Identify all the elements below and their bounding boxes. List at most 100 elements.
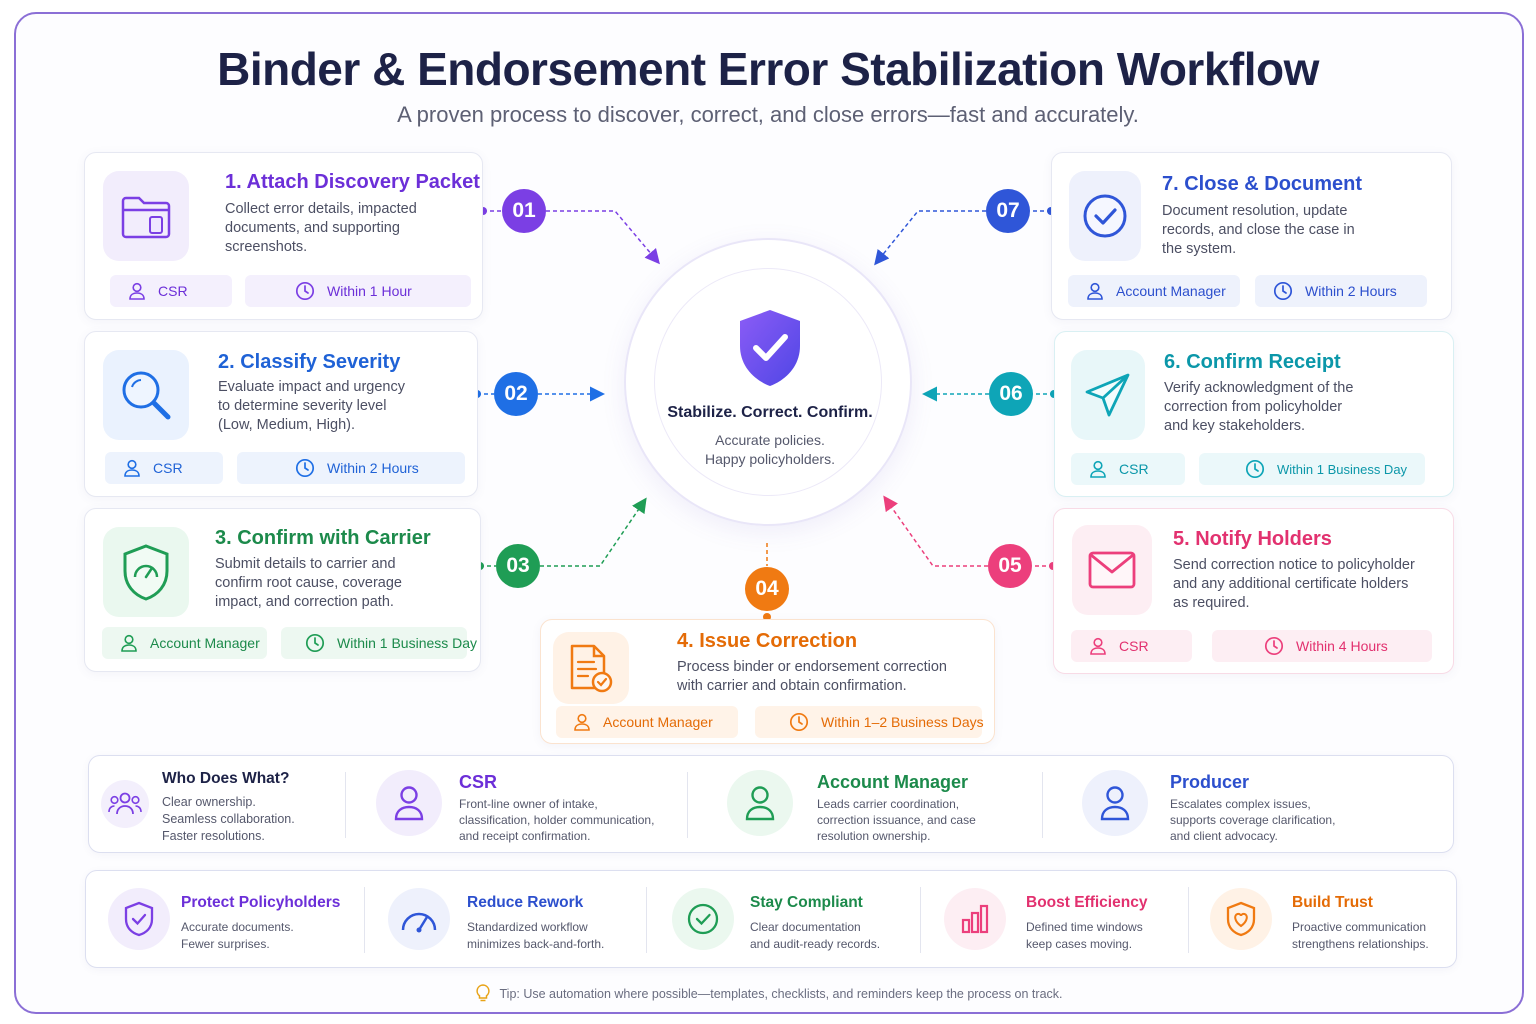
step-3-owner-label: Account Manager: [150, 635, 260, 651]
benefit-1-line-2: Fewer surprises.: [181, 937, 270, 951]
benefit-5-line-1: Proactive communication: [1292, 920, 1427, 934]
step-card-1[interactable]: 1. Attach Discovery Packet Collect error…: [84, 152, 483, 320]
step-5-icon-box: [1072, 525, 1152, 615]
center-title: Stabilize. Correct. Confirm.: [667, 404, 873, 421]
step-7-icon-box: [1069, 171, 1141, 261]
benefits-divider: [1188, 887, 1189, 953]
step-2-time: Within 2 Hours: [237, 452, 465, 484]
step-7-owner: Account Manager: [1068, 275, 1240, 307]
role-producer-line-2: supports coverage clarification,: [1170, 813, 1336, 827]
step-7-owner-label: Account Manager: [1116, 283, 1226, 299]
person-icon: [124, 459, 140, 477]
step-2-number: 02: [494, 372, 538, 416]
step-1-description: Collect error details, impacted document…: [225, 201, 417, 255]
benefit-2-icon-wrap: [388, 888, 450, 950]
shield-check-icon: [124, 901, 154, 937]
benefit-4-line-2: keep cases moving.: [1026, 937, 1133, 951]
envelope-icon: [1088, 551, 1136, 589]
roles-intro-title: Who Does What?: [162, 770, 290, 787]
roles-divider: [345, 772, 346, 838]
center-line-2: Happy policyholders.: [705, 451, 835, 467]
step-5-owner: CSR: [1071, 630, 1192, 662]
person-icon: [574, 713, 590, 731]
step-3-number: 03: [496, 544, 540, 588]
benefit-3-line-1: Clear documentation: [750, 920, 861, 934]
benefits-divider: [364, 887, 365, 953]
step-5-owner-label: CSR: [1119, 638, 1149, 654]
role-producer-title: Producer: [1170, 772, 1250, 792]
benefit-3-line-2: and audit-ready records.: [750, 937, 881, 951]
person-icon: [121, 634, 137, 652]
clock-icon: [1245, 459, 1265, 479]
benefit-2-line-1: Standardized workflow: [467, 920, 588, 934]
step-3-description: Submit details to carrier and confirm ro…: [215, 556, 402, 610]
role-csr-line-1: Front-line owner of intake,: [459, 797, 598, 811]
role-account-manager-line-3: resolution ownership.: [817, 829, 931, 843]
person-icon: [394, 786, 424, 821]
tip-text: Tip: Use automation where possible—templ…: [499, 987, 1063, 1001]
shield-gauge-icon: [123, 544, 169, 601]
benefits-panel: Protect Policyholders Accurate documents…: [85, 870, 1457, 968]
check-circle-icon: [687, 903, 719, 935]
role-csr-avatar: [376, 770, 442, 836]
role-account-manager-avatar: [727, 770, 793, 836]
role-csr-title: CSR: [459, 772, 498, 792]
step-card-4[interactable]: 4. Issue Correction Process binder or en…: [540, 619, 995, 744]
shield-check-icon: [740, 310, 800, 386]
step-4-icon-box: [553, 632, 629, 704]
step-4-time-label: Within 1–2 Business Days: [821, 714, 984, 730]
step-6-owner-label: CSR: [1119, 461, 1149, 477]
roles-intro-line-1: Clear ownership.: [162, 795, 256, 809]
bar-chart-icon: [961, 904, 989, 934]
clock-icon: [1264, 636, 1284, 656]
step-2-description: Evaluate impact and urgency to determine…: [218, 379, 405, 433]
step-7-description: Document resolution, update records, and…: [1162, 203, 1355, 257]
step-1-owner: CSR: [110, 275, 232, 307]
step-6-title: 6. Confirm Receipt: [1164, 351, 1341, 373]
benefit-2-line-2: minimizes back-and-forth.: [467, 937, 605, 951]
step-4-owner: Account Manager: [556, 706, 738, 738]
step-5-time: Within 4 Hours: [1212, 630, 1432, 662]
step-6-time: Within 1 Business Day: [1199, 453, 1425, 485]
step-card-2[interactable]: 2. Classify Severity Evaluate impact and…: [84, 331, 478, 497]
step-6-time-label: Within 1 Business Day: [1277, 461, 1408, 477]
step-4-owner-label: Account Manager: [603, 714, 713, 730]
benefit-4-icon-wrap: [944, 888, 1006, 950]
clock-icon: [295, 458, 315, 478]
folder-icon: [121, 196, 171, 239]
benefit-1-line-1: Accurate documents.: [181, 920, 294, 934]
step-card-5[interactable]: 5. Notify Holders Send correction notice…: [1053, 508, 1454, 674]
role-account-manager-line-2: correction issuance, and case: [817, 813, 976, 827]
benefits-divider: [646, 887, 647, 953]
person-icon: [1100, 786, 1130, 821]
step-1-number: 01: [502, 189, 546, 233]
roles-divider: [687, 772, 688, 838]
page-subtitle: A proven process to discover, correct, a…: [397, 102, 1139, 127]
step-7-time-label: Within 2 Hours: [1305, 283, 1397, 299]
tip-line: Tip: Use automation where possible—templ…: [0, 983, 1536, 1003]
role-csr-line-3: and receipt confirmation.: [459, 829, 591, 843]
step-card-7[interactable]: 7. Close & Document Document resolution,…: [1051, 152, 1452, 320]
benefit-5-icon-wrap: [1210, 888, 1272, 950]
benefit-3-icon-wrap: [672, 888, 734, 950]
step-card-3[interactable]: 3. Confirm with Carrier Submit details t…: [84, 508, 481, 672]
clock-icon: [295, 281, 315, 301]
clock-icon: [305, 633, 325, 653]
step-4-title: 4. Issue Correction: [677, 630, 858, 652]
step-card-6[interactable]: 6. Confirm Receipt Verify acknowledgment…: [1054, 331, 1454, 497]
step-3-time: Within 1 Business Day: [281, 627, 477, 659]
shield-heart-icon: [1226, 901, 1256, 937]
roles-intro-line-3: Faster resolutions.: [162, 829, 265, 843]
lightbulb-icon: [475, 984, 490, 1002]
clock-icon: [1273, 281, 1293, 301]
benefit-5-line-2: strengthens relationships.: [1292, 937, 1429, 951]
step-2-title: 2. Classify Severity: [218, 351, 401, 373]
step-2-owner-label: CSR: [153, 460, 183, 476]
person-icon: [1090, 637, 1106, 655]
step-5-description: Send correction notice to policyholder a…: [1173, 557, 1415, 611]
center-hub: Stabilize. Correct. Confirm. Accurate po…: [624, 238, 912, 526]
benefit-3-title: Stay Compliant: [750, 894, 863, 911]
benefit-5-title: Build Trust: [1292, 894, 1373, 911]
paper-plane-icon: [1085, 373, 1130, 417]
step-3-title: 3. Confirm with Carrier: [215, 527, 431, 549]
